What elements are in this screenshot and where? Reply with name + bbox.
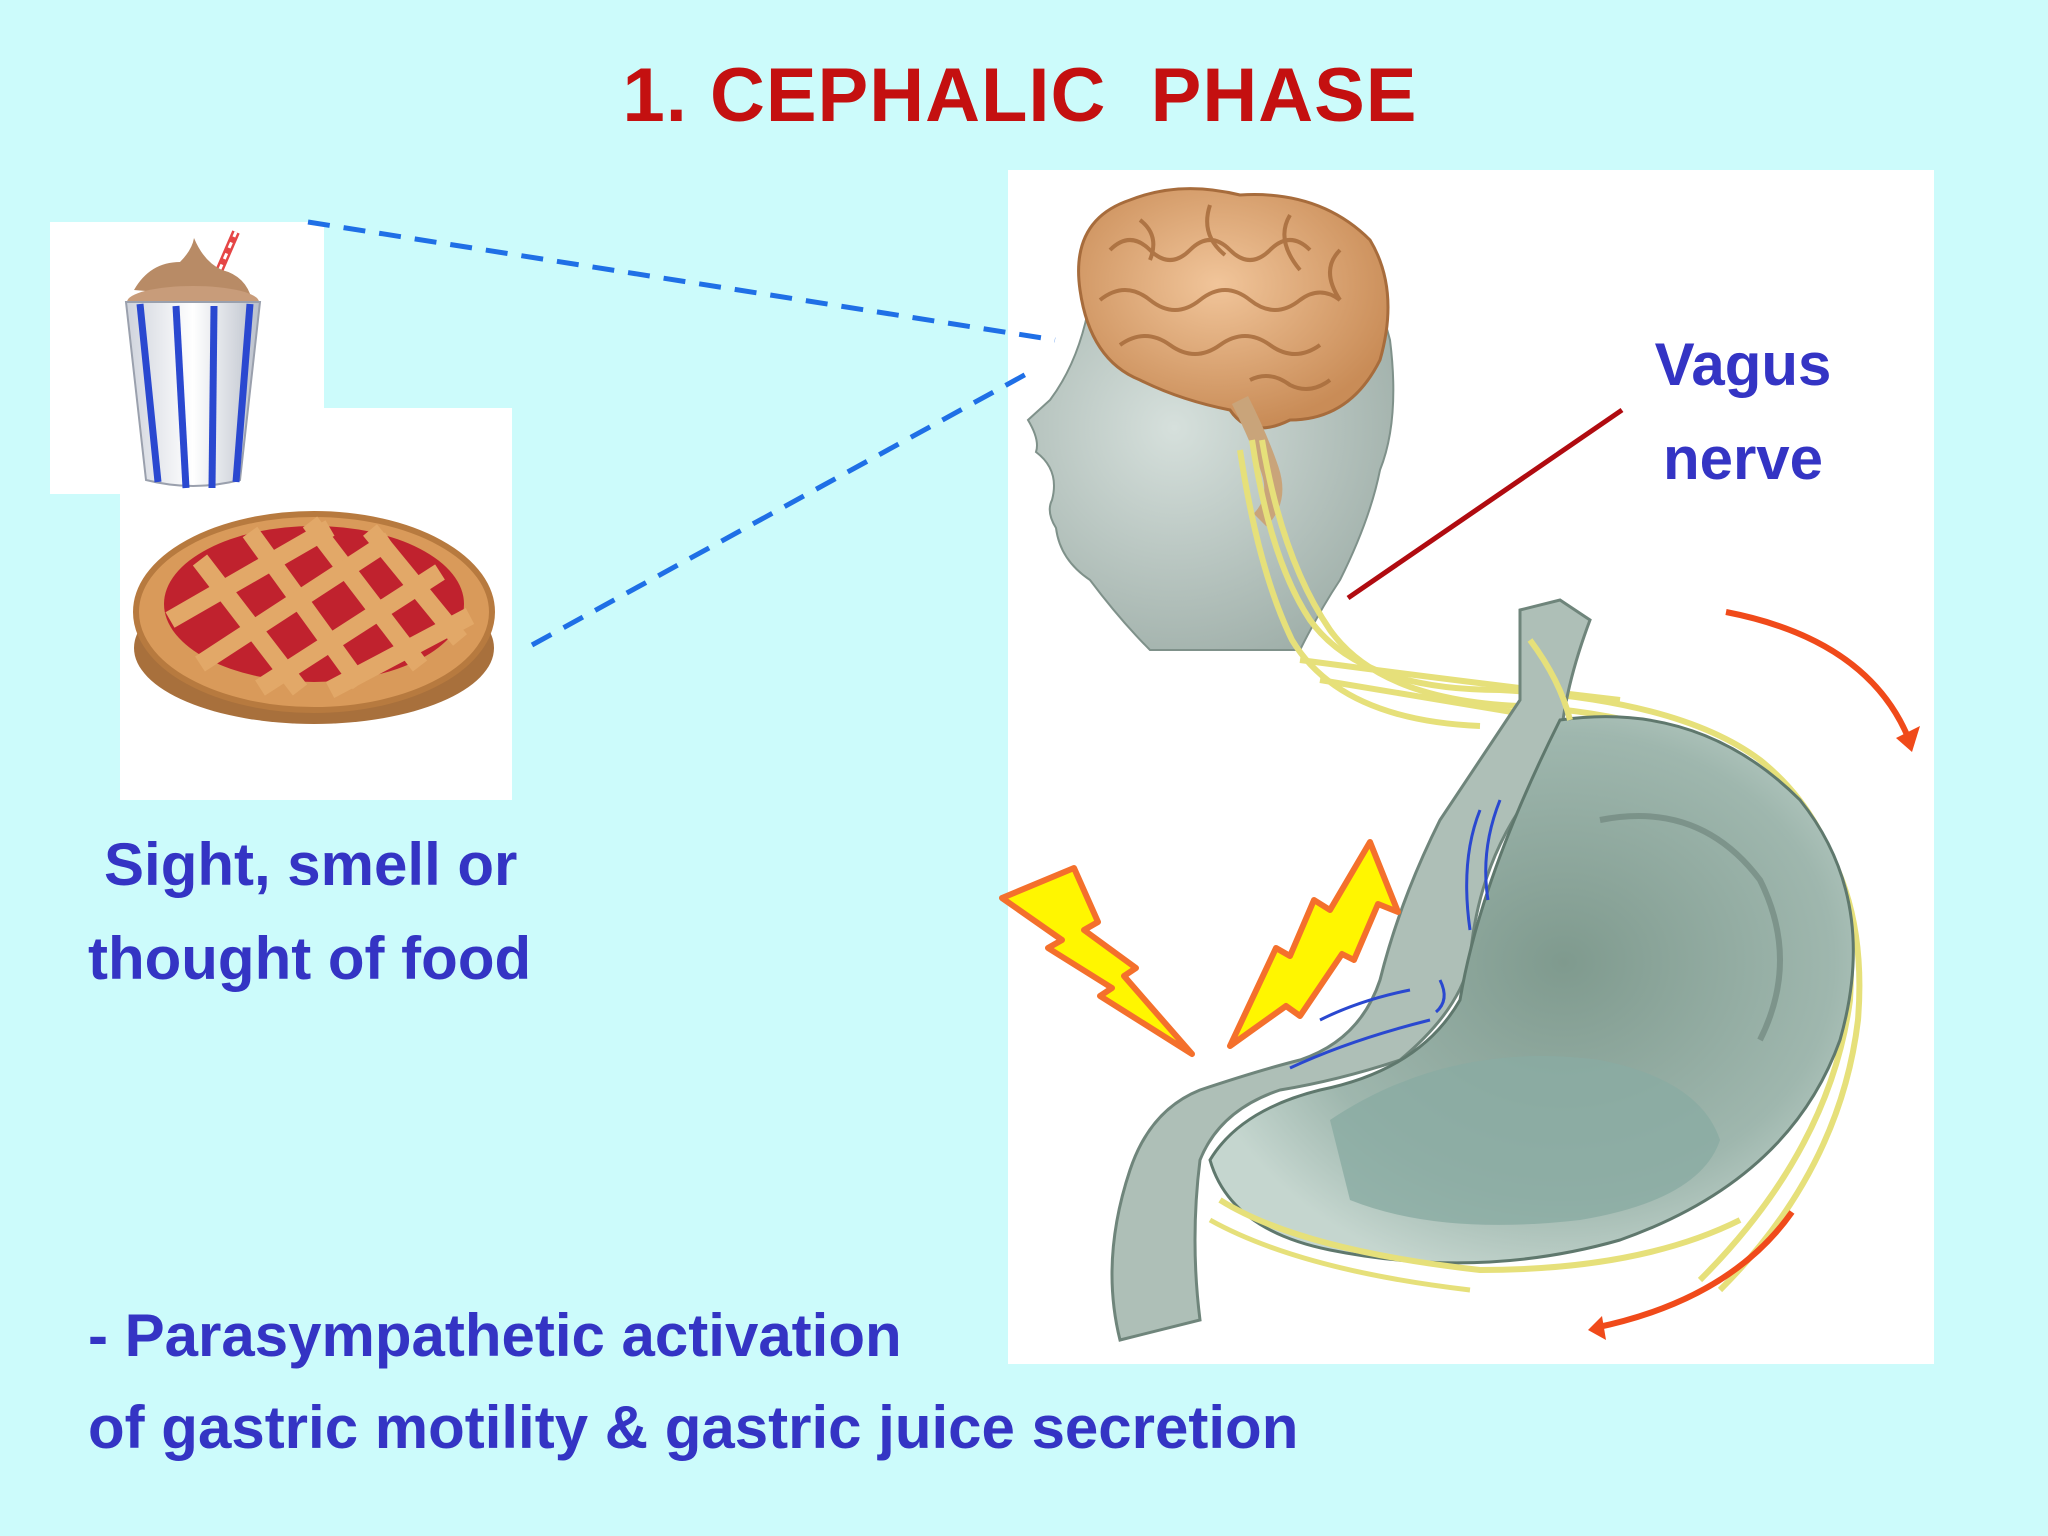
arrowhead-left-icon xyxy=(1588,1316,1606,1340)
vagus-label-line-1: Vagus xyxy=(1654,331,1832,398)
secretion-lines xyxy=(1289,799,1502,1070)
milkshake-cup-icon xyxy=(124,230,262,489)
slide-title: 1. CEPHALIC PHASE xyxy=(0,52,2048,139)
vagus-label-line-2: nerve xyxy=(1662,425,1824,492)
title-text: 1. CEPHALIC PHASE xyxy=(622,53,1418,138)
stimulus-caption-line-1: Sight, smell or xyxy=(104,831,518,898)
connector-pie xyxy=(530,369,1032,648)
stomach-icon xyxy=(1110,598,1855,1342)
effect-description: - Parasympathetic activation of gastric … xyxy=(88,1290,1298,1474)
connector-drink xyxy=(307,219,1056,343)
head-brain-stomach-illustration xyxy=(1026,187,1863,1342)
vagus-pointer-line xyxy=(1346,407,1624,601)
lattice-cherry-pie-icon xyxy=(133,511,495,724)
vagus-nerve-label: Vagus nerve xyxy=(1628,318,1858,506)
lightning-bolt-left-icon xyxy=(999,865,1195,1057)
effect-line-2: of gastric motility & gastric juice secr… xyxy=(88,1394,1299,1461)
arrow-left-icon xyxy=(1593,1210,1795,1331)
stimulus-caption: Sight, smell or thought of food xyxy=(88,818,531,1006)
lightning-bolt-right-icon xyxy=(1227,839,1401,1049)
connector-lines xyxy=(307,219,1056,648)
motility-arrows xyxy=(1593,609,1913,1331)
arrow-down-icon xyxy=(1725,609,1913,744)
stimulus-caption-line-2: thought of food xyxy=(88,925,532,992)
arrowhead-down-icon xyxy=(1896,726,1920,752)
effect-line-1: - Parasympathetic activation xyxy=(88,1302,902,1369)
brain-icon xyxy=(1077,187,1390,527)
